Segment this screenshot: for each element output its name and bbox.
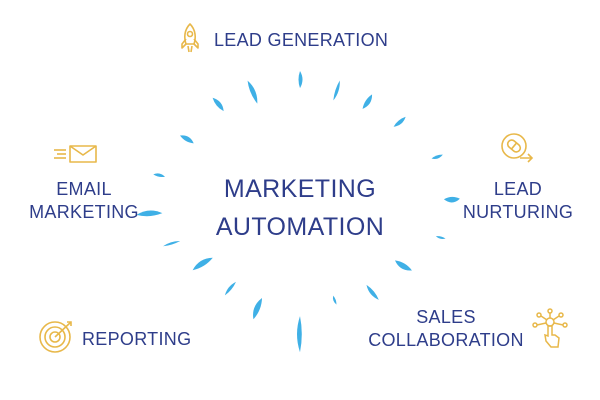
- burst-stroke: [332, 295, 337, 305]
- burst-stroke: [431, 154, 443, 159]
- lead-nurturing-label: LEAD NURTURING: [462, 178, 574, 225]
- email-marketing-label: EMAIL MARKETING: [28, 178, 140, 225]
- center-title-line1: MARKETING: [223, 175, 377, 203]
- burst-stroke: [136, 210, 163, 217]
- burst-stroke: [192, 257, 213, 271]
- email-marketing-line2: MARKETING: [29, 202, 139, 223]
- sales-collaboration-line2: COLLABORATION: [368, 330, 524, 351]
- target-icon: [39, 321, 72, 353]
- burst-stroke: [366, 284, 379, 300]
- burst-stroke: [443, 196, 460, 203]
- burst-stroke: [224, 281, 236, 296]
- burst-stroke: [435, 236, 446, 240]
- lead-nurturing-line1: LEAD: [493, 179, 543, 199]
- envelope-icon: [54, 145, 97, 163]
- burst-stroke: [393, 116, 406, 127]
- burst-stroke: [247, 80, 258, 104]
- burst-stroke: [179, 135, 194, 144]
- burst-stroke: [212, 97, 224, 112]
- rocket-icon: [181, 23, 199, 53]
- burst-stroke: [298, 71, 303, 89]
- email-marketing-line1: EMAIL: [56, 179, 112, 199]
- burst-stroke: [297, 316, 302, 353]
- lead-generation-label: LEAD GENERATION: [214, 30, 389, 50]
- burst-stroke: [163, 240, 181, 247]
- pill-icon: [501, 133, 534, 163]
- burst-stroke: [153, 173, 166, 178]
- burst-stroke: [362, 94, 373, 109]
- lead-nurturing-line2: NURTURING: [462, 202, 574, 223]
- sales-collaboration-label: SALES COLLABORATION: [366, 306, 526, 353]
- burst-stroke: [333, 80, 340, 101]
- network-hand-icon: [532, 308, 568, 348]
- center-title: MARKETING AUTOMATION: [200, 170, 400, 246]
- reporting-label: REPORTING: [82, 329, 192, 349]
- burst-stroke: [253, 298, 263, 320]
- sales-collaboration-line1: SALES: [416, 307, 476, 327]
- center-title-line2: AUTOMATION: [215, 213, 385, 241]
- burst-stroke: [394, 260, 412, 271]
